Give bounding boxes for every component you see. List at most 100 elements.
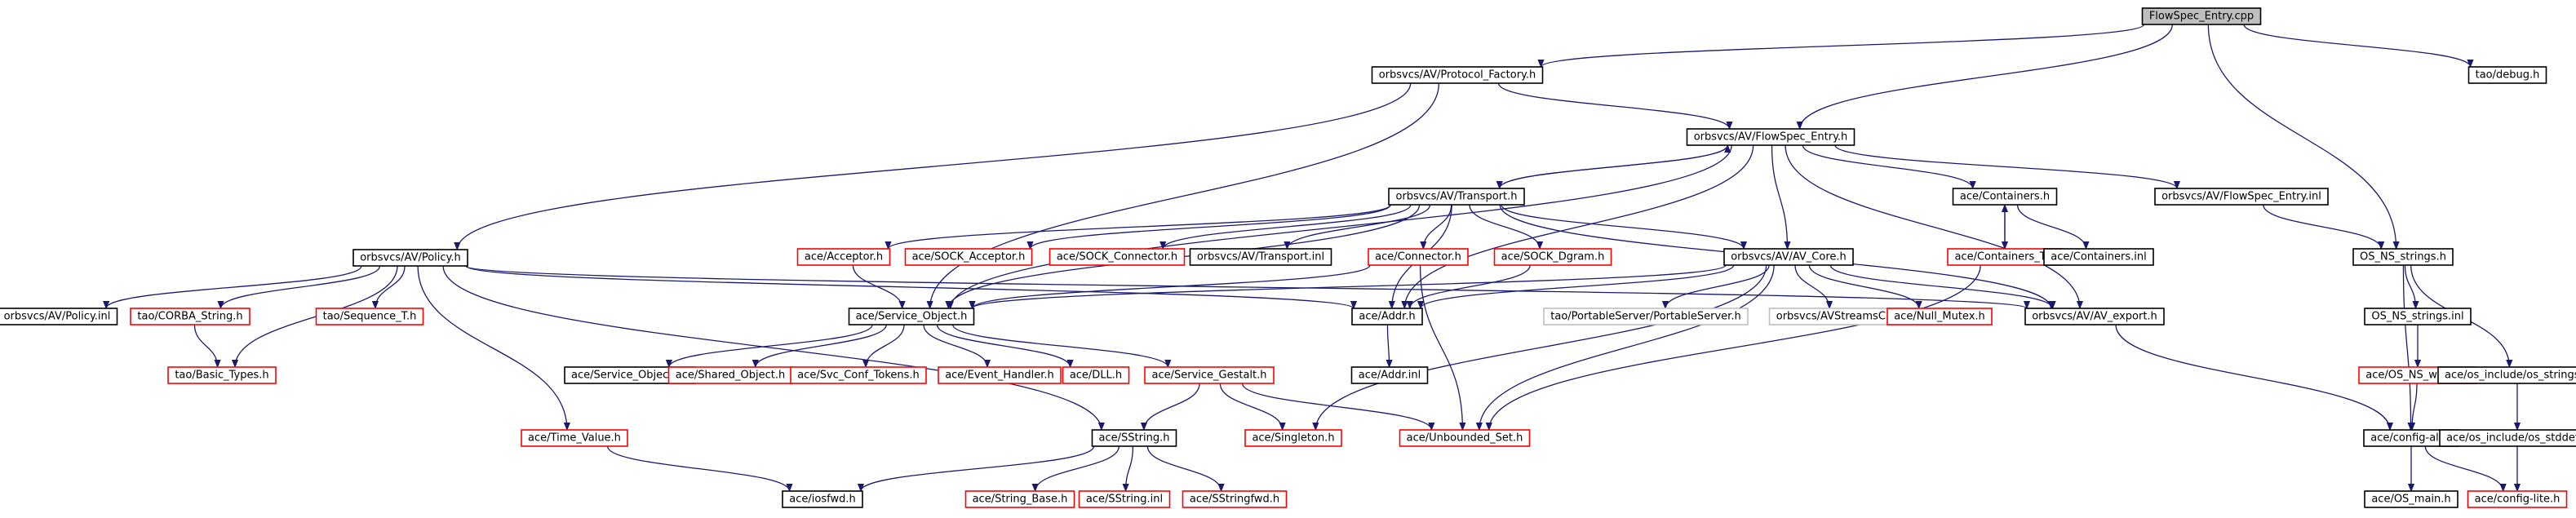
node-ace-service-gestalt-h[interactable]: ace/Service_Gestalt.h: [1144, 366, 1275, 384]
node-box: [1189, 248, 1332, 266]
node-box: [521, 429, 628, 447]
edge-n6-to-n16: [1031, 204, 1391, 250]
node-ace-sock-dgram-h[interactable]: ace/SOCK_Dgram.h: [1493, 248, 1612, 266]
edge-n6-to-n18: [1287, 204, 1431, 250]
node-box: [1078, 490, 1171, 508]
node-label: ace/Unbounded_Set.h: [1407, 432, 1523, 445]
node-label: ace/Containers_T.h: [1954, 251, 2055, 263]
edge-n33-to-n41: [1242, 383, 1432, 431]
node-label: ace/Service_Gestalt.h: [1151, 370, 1266, 382]
node-box: [1144, 366, 1275, 384]
node-orbsvcs-av-protocol-factory-h[interactable]: orbsvcs/AV/Protocol_Factory.h: [1371, 66, 1544, 84]
node-box: [2043, 248, 2154, 266]
edge-n27-to-n42: [2115, 324, 2390, 430]
node-box: [1723, 248, 1854, 266]
edge-n4-to-n42: [2402, 264, 2410, 430]
node-box: [2467, 66, 2547, 84]
node-ace-acceptor-h[interactable]: ace/Acceptor.h: [796, 248, 891, 266]
node-os-ns-strings-h[interactable]: OS_NS_strings.h: [2352, 248, 2454, 266]
node-ace-config-all-h[interactable]: ace/config-all.h: [2363, 429, 2459, 447]
node-box: [964, 490, 1075, 508]
node-label: ace/Svc_Conf_Tokens.h: [797, 370, 920, 382]
node-ace-svc-conf-tokens-h[interactable]: ace/Svc_Conf_Tokens.h: [790, 366, 927, 384]
node-label: tao/CORBA_String.h: [137, 311, 242, 323]
node-box: [130, 308, 251, 325]
node-ace-addr-inl[interactable]: ace/Addr.inl: [1350, 366, 1429, 384]
node-orbsvcs-av-policy-inl[interactable]: orbsvcs/AV/Policy.inl: [0, 308, 118, 325]
node-label: ace/Null_Mutex.h: [1894, 311, 1985, 323]
edge-n5-to-n38: [417, 265, 567, 430]
node-label: ace/Singleton.h: [1252, 432, 1334, 445]
node-label: ace/SOCK_Dgram.h: [1501, 251, 1605, 263]
node-orbsvcs-av-av-core-h[interactable]: orbsvcs/AV/AV_Core.h: [1723, 248, 1854, 266]
edge-n22-to-n32: [936, 324, 1070, 368]
node-orbsvcs-av-flowspec-entry-inl[interactable]: orbsvcs/AV/FlowSpec_Entry.inl: [2154, 188, 2329, 206]
node-ace-string-base-h[interactable]: ace/String_Base.h: [964, 490, 1075, 508]
node-box: [1091, 429, 1177, 447]
node-label: ace/SOCK_Connector.h: [1057, 251, 1177, 263]
node-tao-sequence-t-h[interactable]: tao/Sequence_T.h: [315, 308, 424, 325]
node-box: [2439, 429, 2576, 447]
node-ace-containers-h[interactable]: ace/Containers.h: [1952, 188, 2058, 206]
node-label: ace/Service_Object.h: [856, 311, 968, 323]
node-orbsvcs-av-av-export-h[interactable]: orbsvcs/AV/AV_export.h: [2024, 308, 2165, 325]
edge-n6-to-n2: [1499, 144, 1728, 189]
edge-n6-to-n20: [1469, 204, 1540, 250]
node-ace-config-lite-h[interactable]: ace/config-lite.h: [2467, 490, 2568, 508]
node-ace-unbounded-set-h[interactable]: ace/Unbounded_Set.h: [1399, 429, 1531, 447]
edge-n2-to-n7: [1802, 144, 1972, 189]
node-ace-sstring-h[interactable]: ace/SString.h: [1091, 429, 1177, 447]
node-box: [1062, 366, 1130, 384]
node-tao-portableserver-portableserver-h[interactable]: tao/PortableServer/PortableServer.h: [1543, 308, 1749, 325]
node-label: orbsvcs/AV/Policy.inl: [4, 311, 111, 323]
node-ace-event-handler-h[interactable]: ace/Event_Handler.h: [938, 366, 1062, 384]
node-ace-iosfwd-h[interactable]: ace/iosfwd.h: [782, 490, 863, 508]
node-box: [904, 248, 1033, 266]
edge-n7-to-n10: [2016, 204, 2086, 250]
edge-n8-to-n4: [2263, 204, 2381, 250]
edge-n22-to-n31: [923, 324, 987, 368]
node-ace-sstring-inl[interactable]: ace/SString.inl: [1078, 490, 1171, 508]
node-orbsvcs-av-policy-h[interactable]: orbsvcs/AV/Policy.h: [352, 249, 468, 267]
edge-n5-to-n13: [375, 265, 406, 309]
node-ace-shared-object-h[interactable]: ace/Shared_Object.h: [667, 366, 793, 384]
edge-n2-to-n27: [1785, 144, 2080, 308]
node-tao-debug-h[interactable]: tao/debug.h: [2467, 66, 2547, 84]
node-ace-sstringfwd-h[interactable]: ace/SStringfwd.h: [1182, 490, 1288, 508]
node-tao-corba-string-h[interactable]: tao/CORBA_String.h: [130, 308, 251, 325]
node-box: [1049, 248, 1186, 266]
node-ace-os-include-os-stddef-h[interactable]: ace/os_include/os_stddef.h: [2439, 429, 2576, 447]
node-ace-os-include-os-strings-h[interactable]: ace/os_include/os_strings.h: [2437, 366, 2576, 384]
node-orbsvcs-av-transport-inl[interactable]: orbsvcs/AV/Transport.inl: [1189, 248, 1332, 266]
node-ace-sock-connector-h[interactable]: ace/SOCK_Connector.h: [1049, 248, 1186, 266]
node-label: ace/Addr.h: [1359, 311, 1415, 323]
node-ace-addr-h[interactable]: ace/Addr.h: [1351, 308, 1423, 325]
node-box: [1371, 66, 1544, 84]
node-ace-containers-inl[interactable]: ace/Containers.inl: [2043, 248, 2154, 266]
node-ace-service-object-inl[interactable]: ace/Service_Object.inl: [564, 366, 696, 384]
node-ace-sock-acceptor-h[interactable]: ace/SOCK_Acceptor.h: [904, 248, 1033, 266]
node-ace-null-mutex-h[interactable]: ace/Null_Mutex.h: [1887, 308, 1993, 325]
node-box: [2467, 490, 2568, 508]
node-label: tao/PortableServer/PortableServer.h: [1550, 311, 1740, 323]
node-label: ace/Connector.h: [1375, 251, 1461, 263]
node-ace-connector-h[interactable]: ace/Connector.h: [1368, 248, 1469, 266]
node-ace-containers-t-h[interactable]: ace/Containers_T.h: [1947, 248, 2063, 266]
edge-n4-to-n35: [2404, 264, 2415, 308]
edge-n36-to-n42: [2412, 383, 2418, 430]
node-os-ns-strings-inl[interactable]: OS_NS_strings.inl: [2364, 308, 2472, 325]
node-box: [2364, 490, 2459, 508]
node-orbsvcs-av-transport-h[interactable]: orbsvcs/AV/Transport.h: [1388, 188, 1525, 206]
node-box: [2141, 7, 2262, 25]
node-ace-time-value-h[interactable]: ace/Time_Value.h: [521, 429, 628, 447]
node-ace-dll-h[interactable]: ace/DLL.h: [1062, 366, 1130, 384]
node-box: [938, 366, 1062, 384]
node-ace-service-object-h[interactable]: ace/Service_Object.h: [848, 308, 975, 325]
edge-n33-to-n40: [1219, 383, 1282, 431]
node-ace-singleton-h[interactable]: ace/Singleton.h: [1244, 429, 1342, 447]
node-orbsvcs-av-flowspec-entry-h[interactable]: orbsvcs/AV/FlowSpec_Entry.h: [1686, 128, 1856, 146]
node-ace-os-main-h[interactable]: ace/OS_main.h: [2364, 490, 2459, 508]
node-flowspec-entry-cpp[interactable]: FlowSpec_Entry.cpp: [2141, 7, 2262, 25]
node-tao-basic-types-h[interactable]: tao/Basic_Types.h: [167, 366, 277, 384]
node-orbsvcs-avstreamsc-h[interactable]: orbsvcs/AVStreamsC.h: [1768, 308, 1904, 325]
